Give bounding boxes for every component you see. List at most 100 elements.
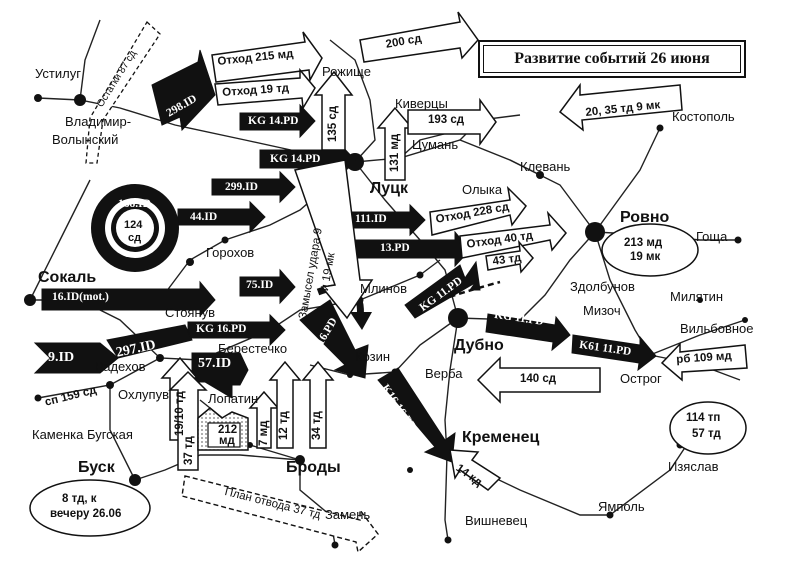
- city-kremenets: Кременец: [462, 429, 540, 446]
- label-37td: 37 тд: [183, 436, 195, 465]
- city-radekhov: Радехов: [95, 359, 146, 374]
- city-mizoch: Мизоч: [583, 303, 621, 318]
- label-124sd-b: сд: [128, 232, 142, 244]
- label-193sd: 193 сд: [428, 114, 465, 126]
- arrow-44id: [177, 200, 266, 234]
- road: [109, 385, 136, 481]
- german-arrows: [33, 49, 657, 463]
- city-ustilug: Устилуг: [35, 66, 81, 81]
- city-vilbovnoe: Вильбовное: [680, 321, 754, 336]
- label-57id: 57.ID: [198, 356, 232, 371]
- arrow-297id: [99, 324, 193, 374]
- city-milyatin: Милятин: [670, 289, 724, 304]
- arrow-otkhod40: [459, 210, 567, 259]
- label-131md: 131 мд: [389, 133, 401, 172]
- road: [609, 439, 691, 516]
- arrow-12td: [268, 360, 302, 449]
- city-kamenka: Каменка Бугская: [32, 427, 133, 442]
- road: [419, 259, 441, 276]
- city-lopatin: Лопатин: [208, 391, 259, 406]
- label-kg16: KG 16.PD: [196, 323, 247, 335]
- lopatin-box: [197, 407, 249, 451]
- label-16idmot: 16.ID(mot.): [52, 291, 109, 303]
- road: [509, 159, 541, 176]
- label-12td: 12 тд: [278, 411, 290, 440]
- city-sokal: Сокаль: [38, 269, 97, 286]
- arrow-298id: [151, 49, 216, 132]
- label-1910: 19/10 тд: [174, 391, 186, 436]
- city-tsuman: Цумань: [412, 137, 459, 152]
- road: [594, 127, 661, 233]
- city-izyaslav: Изяслав: [668, 459, 719, 474]
- label-168id: 168.ID: [118, 198, 151, 210]
- road: [649, 319, 746, 356]
- city-busk: Буск: [78, 459, 115, 476]
- label-kg14a: KG 14.PD: [248, 115, 299, 127]
- city-vladimir: Владимир-: [65, 114, 132, 129]
- arrow-200sd: [359, 11, 479, 63]
- label-19mk: 19 мк: [630, 251, 661, 263]
- city-zamen: Замень: [325, 507, 371, 522]
- road: [329, 39, 376, 163]
- label-135sd: 135 сд: [327, 105, 339, 142]
- label-9id: 9.ID: [48, 350, 75, 365]
- arrow-109md: [660, 342, 748, 382]
- arrow-kg14a: [239, 103, 316, 139]
- arrow-k61: [571, 334, 657, 372]
- road: [134, 454, 301, 481]
- city-kivertsy: Киверцы: [395, 96, 448, 111]
- road: [29, 179, 91, 301]
- city-verba: Верба: [425, 366, 463, 381]
- label-57td: 57 тд: [692, 428, 721, 440]
- arrow-otkhod19: [214, 67, 316, 111]
- soviet-arrows: [160, 11, 748, 491]
- city-rozhische: Рожище: [322, 64, 371, 79]
- road: [79, 19, 101, 101]
- city-stoyanuv: Стоянув: [165, 305, 216, 320]
- arrow-k16: [377, 367, 456, 463]
- city-gorokhov: Горохов: [206, 245, 255, 260]
- arrow-kg16-diag: [299, 299, 369, 379]
- city-yampol: Ямполь: [598, 499, 645, 514]
- city-rovno: Ровно: [620, 209, 670, 226]
- map-title: Развитие событий 26 июня: [483, 45, 741, 73]
- arrow-kg11a: [404, 260, 481, 319]
- arrow-kg16: [187, 313, 286, 347]
- arrow-193sd: [407, 97, 497, 147]
- label-44id: 44.ID: [190, 211, 218, 223]
- retreat-plan-arrow: [181, 475, 379, 554]
- city-volynsky: Волынский: [52, 132, 119, 147]
- label-8td-b: вечеру 26.06: [50, 508, 122, 520]
- road: [444, 454, 449, 541]
- city-goscha: Гоща: [696, 229, 728, 244]
- label-8td-a: 8 тд, к: [62, 493, 97, 505]
- arrow-37td: [168, 370, 208, 471]
- arrow-zamysel: [294, 159, 374, 320]
- city-dubno: Дубно: [454, 337, 504, 354]
- label-212md-b: мд: [219, 435, 235, 447]
- city-brody: Броды: [286, 459, 341, 476]
- arrow-135sd: [313, 70, 354, 151]
- label-75id: 75.ID: [246, 279, 274, 291]
- map-title-box: Развитие событий 26 июня: [478, 40, 746, 78]
- label-7md: 7 мд: [258, 420, 270, 446]
- label-114tp: 114 тп: [686, 412, 721, 424]
- arrow-14kd: [449, 449, 502, 491]
- label-140sd: 140 сд: [520, 373, 557, 385]
- arrow-otkhod228: [429, 185, 527, 236]
- arrow-111id: [344, 203, 426, 237]
- arrow-140sd: [476, 356, 601, 404]
- arrow-7md: [248, 390, 280, 449]
- label-299id: 299.ID: [225, 181, 258, 193]
- city-berestechko: Берестечко: [218, 341, 288, 356]
- city-klevan: Клевань: [520, 159, 571, 174]
- remnants-87-box: [85, 20, 161, 164]
- arrow-otkhod215: [211, 31, 323, 83]
- label-124sd-a: 124: [124, 219, 143, 231]
- label-111id: 111.ID: [355, 213, 387, 225]
- city-mlinov: Млинов: [360, 281, 407, 296]
- city-kozin: Козин: [355, 349, 391, 364]
- city-kostopol: Костополь: [672, 109, 735, 124]
- road: [444, 317, 459, 456]
